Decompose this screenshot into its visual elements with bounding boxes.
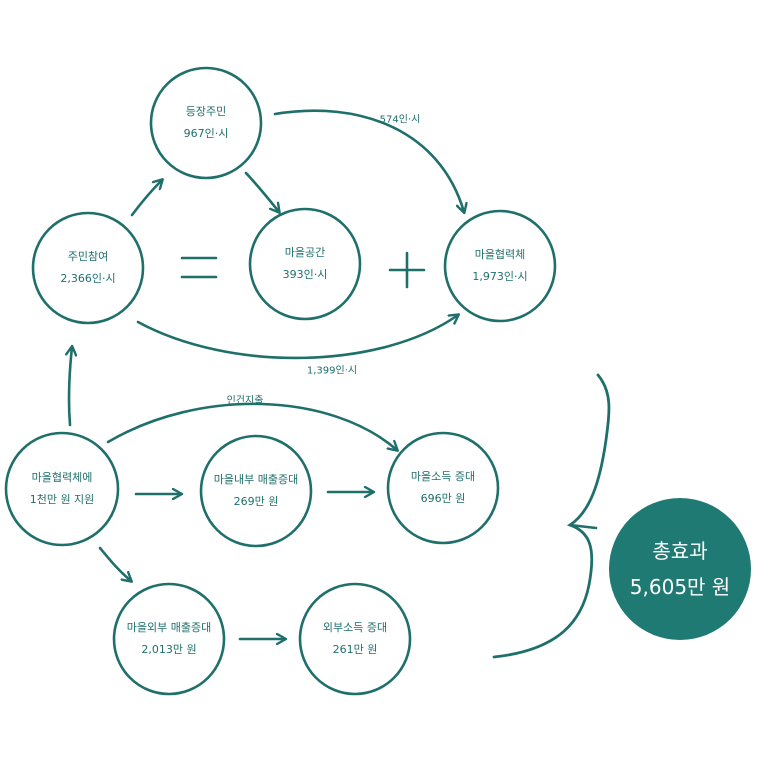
node-circle-participation [31,211,145,325]
total-effect-value: 5,605만 원 [629,575,731,599]
total-effect-title: 총효과 [652,539,708,563]
node-income: 마을소득 증대 696만 원 [411,466,475,510]
arrow-support-to-income [106,402,397,450]
arrow-participation-to-residents [130,180,162,217]
node-community-value: 1,973인·시 [472,270,528,283]
node-outer-income: 외부소득 증대 261만 원 [323,617,387,661]
node-inner-sales-title: 마을내부 매출증대 [213,473,299,486]
node-space-value: 393인·시 [282,268,328,281]
node-residents-value: 967인·시 [183,127,229,140]
brace-connector [568,523,598,530]
node-outer-sales-value: 2,013만 원 [141,643,197,656]
node-participation-title: 주민참여 [67,250,109,263]
node-income-value: 696만 원 [420,492,466,505]
node-participation: 주민참여 2,366인·시 [60,246,115,290]
node-circle-community [443,209,557,323]
node-outer-income-title: 외부소득 증대 [322,621,388,634]
arrow-residents-to-community [273,109,464,212]
node-circle-space [248,207,362,321]
node-outer-income-value: 261만 원 [332,643,378,656]
node-circle-support [4,431,120,547]
node-circle-income [386,431,500,545]
node-circle-inner-sales [199,434,313,548]
node-participation-value: 2,366인·시 [60,272,116,285]
grouping-brace [492,373,611,659]
arrow-support-to-participation [69,347,72,427]
node-support-title: 마을협력체에 [31,471,93,484]
node-income-title: 마을소득 증대 [410,470,476,483]
node-community-title: 마을협력체 [474,248,526,261]
total-circle [609,498,751,640]
node-community: 마을협력체 1,973인·시 [472,244,527,288]
node-residents-title: 등장주민 [185,105,227,118]
node-circle-residents [149,66,263,180]
arrow-support-to-outer-sales [98,546,131,581]
arrow-participation-to-community [136,315,458,360]
node-circle-outer-sales [112,582,226,696]
node-circle-outer-income [298,582,412,696]
arrow-residents-to-space [244,171,279,212]
edge-label-participation-to-community: 1,399인·시 [306,365,358,377]
edge-label-residents-to-community: 574인·시 [379,114,421,126]
node-outer-sales-title: 마을외부 매출증대 [126,621,212,634]
node-space-title: 마을공간 [284,246,326,259]
node-residents: 등장주민 967인·시 [184,101,229,145]
node-support-value: 1천만 원 지원 [29,493,95,506]
node-outer-sales: 마을외부 매출증대 2,013만 원 [127,617,211,661]
total-effect: 총효과 5,605만 원 [630,533,730,605]
node-space: 마을공간 393인·시 [283,242,328,286]
node-support: 마을협력체에 1천만 원 지원 [30,467,95,511]
edge-label-labor: 인건지출 [226,395,264,407]
node-inner-sales: 마을내부 매출증대 269만 원 [214,469,298,513]
node-inner-sales-value: 269만 원 [233,495,279,508]
